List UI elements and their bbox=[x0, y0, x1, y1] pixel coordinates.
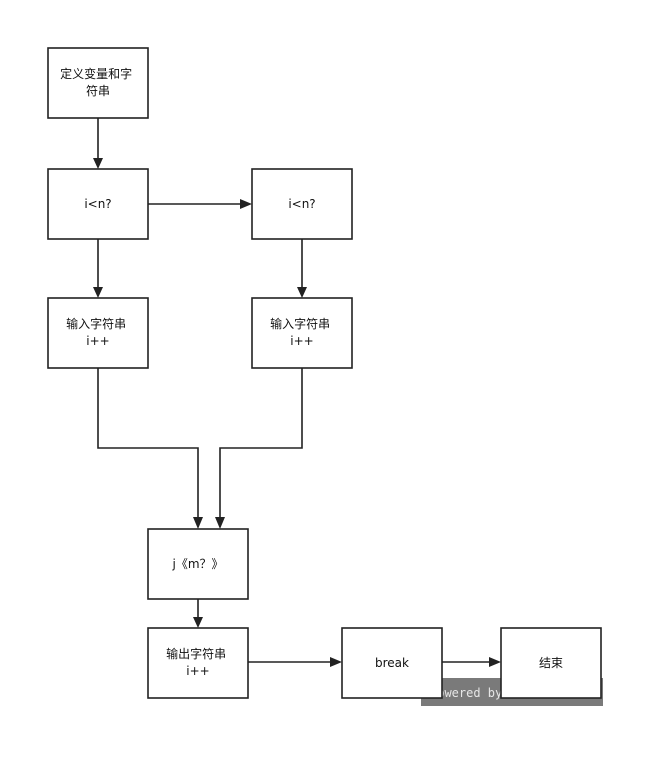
node-cond-j: j《m？》 bbox=[147, 528, 249, 600]
svg-text:输入字符串 i++: 输入字符串 i++ bbox=[270, 316, 334, 348]
node-cond-left: i<n? bbox=[47, 168, 149, 240]
node-end-label: 结束 bbox=[539, 656, 563, 670]
arrowhead bbox=[297, 287, 307, 298]
node-input-left: 输入字符串 i++ bbox=[47, 297, 149, 369]
node-cond-left-label: i<n? bbox=[84, 197, 111, 211]
node-define-line-2: 符串 bbox=[86, 83, 110, 98]
svg-text:定义变量和字 符串: 定义变量和字 符串 bbox=[60, 66, 136, 98]
node-define: 定义变量和字 符串 bbox=[47, 47, 149, 119]
arrowhead bbox=[489, 657, 501, 667]
watermark-text: Powered by bbox=[430, 686, 502, 700]
edge-input-left-to-cond-j bbox=[97, 368, 199, 517]
node-input-right: 输入字符串 i++ bbox=[251, 297, 353, 369]
arrowhead bbox=[93, 287, 103, 298]
node-input-left-line-1: 输入字符串 bbox=[66, 316, 126, 331]
node-define-line-1: 定义变量和字 bbox=[60, 66, 132, 81]
node-cond-right-label: i<n? bbox=[288, 197, 315, 211]
node-input-left-line-2: i++ bbox=[86, 334, 109, 348]
node-break-label: break bbox=[375, 656, 409, 670]
arrowhead bbox=[215, 517, 225, 529]
edge-input-right-to-cond-j bbox=[219, 368, 303, 517]
arrowhead bbox=[330, 657, 342, 667]
node-break: break bbox=[341, 627, 443, 699]
arrowhead bbox=[193, 517, 203, 529]
node-output-line-1: 输出字符串 bbox=[166, 646, 226, 661]
node-cond-j-label: j《m？》 bbox=[171, 557, 223, 571]
edges bbox=[93, 118, 501, 667]
node-end: 结束 bbox=[500, 627, 602, 699]
arrowhead bbox=[193, 617, 203, 628]
node-output: 输出字符串 i++ bbox=[147, 627, 249, 699]
arrowhead bbox=[240, 199, 252, 209]
node-output-line-2: i++ bbox=[186, 664, 209, 678]
node-cond-right: i<n? bbox=[251, 168, 353, 240]
node-input-right-line-1: 输入字符串 bbox=[270, 316, 330, 331]
svg-text:输出字符串 i++: 输出字符串 i++ bbox=[166, 646, 230, 678]
arrowhead bbox=[93, 158, 103, 169]
node-input-right-line-2: i++ bbox=[290, 334, 313, 348]
svg-text:输入字符串 i++: 输入字符串 i++ bbox=[66, 316, 130, 348]
